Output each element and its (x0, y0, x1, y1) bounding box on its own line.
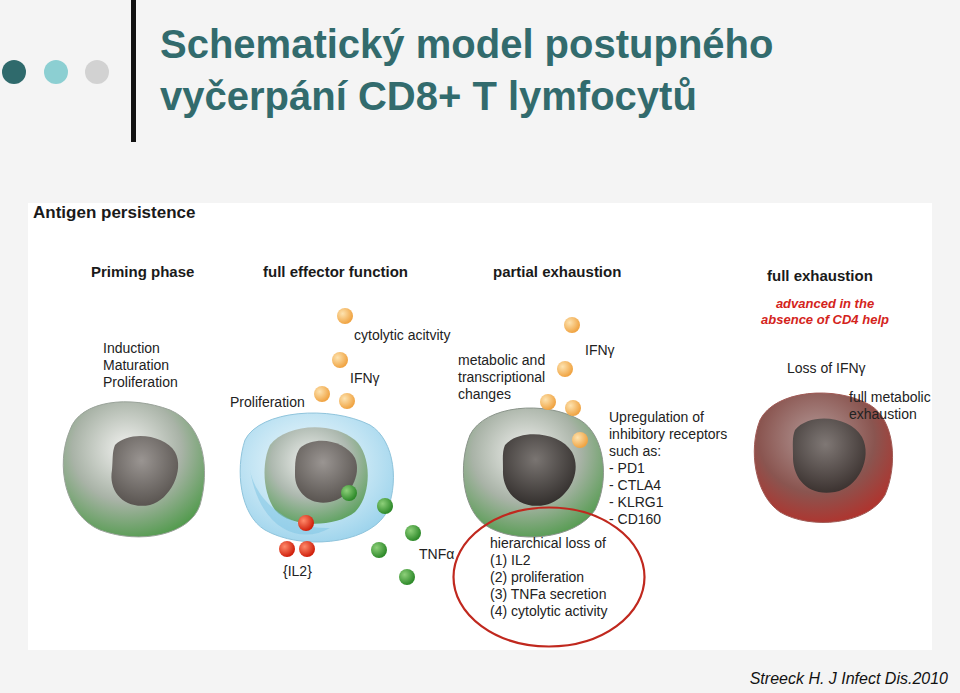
note: Upregulation of inhibitory receptors suc… (609, 409, 747, 460)
note: Loss of IFNγ (787, 360, 866, 377)
highlight-ellipse: hierarchical loss of(1) IL2(2) prolifera… (452, 506, 646, 648)
citation: Streeck H. J Infect Dis.2010 (750, 670, 948, 688)
phase-heading: Priming phase (91, 263, 194, 280)
slide-title: Schematický model postupného vyčerpání C… (160, 18, 940, 122)
ellipse-text: hierarchical loss of(1) IL2(2) prolifera… (490, 535, 607, 620)
note: metabolic and transcriptional changes (458, 352, 570, 403)
phase-step: Maturation (103, 357, 169, 374)
receptor-item: - KLRG1 (609, 494, 663, 511)
phase-heading: full exhaustion (767, 267, 873, 284)
list-item: (2) proliferation (490, 569, 607, 586)
list-item: (3) TNFa secretion (490, 586, 607, 603)
list-item: (4) cytolytic activity (490, 603, 607, 620)
receptor-item: - CD160 (609, 511, 661, 528)
function-label: cytolytic acitvity (354, 327, 450, 344)
note: advanced in the absence of CD4 help (752, 296, 898, 328)
cytokine-label: IFNγ (585, 342, 615, 359)
phase-heading: full effector function (263, 263, 408, 280)
receptor-item: - CTLA4 (609, 477, 661, 494)
function-label: Proliferation (230, 394, 305, 411)
list-item: (1) IL2 (490, 552, 607, 569)
cytokine-label: TNFα (419, 546, 454, 563)
cytokine-label: IFNγ (350, 370, 380, 387)
note: full metabolic exhaustion (849, 389, 949, 423)
cytokine-label: {IL2} (283, 563, 312, 580)
ellipse-outline (454, 508, 645, 647)
phase-step: Induction (103, 340, 160, 357)
phase-heading: partial exhaustion (493, 263, 621, 280)
phase-step: Proliferation (103, 374, 178, 391)
panel-heading: Antigen persistence (33, 204, 196, 221)
list-heading: hierarchical loss of (490, 535, 607, 552)
receptor-item: - PD1 (609, 460, 645, 477)
